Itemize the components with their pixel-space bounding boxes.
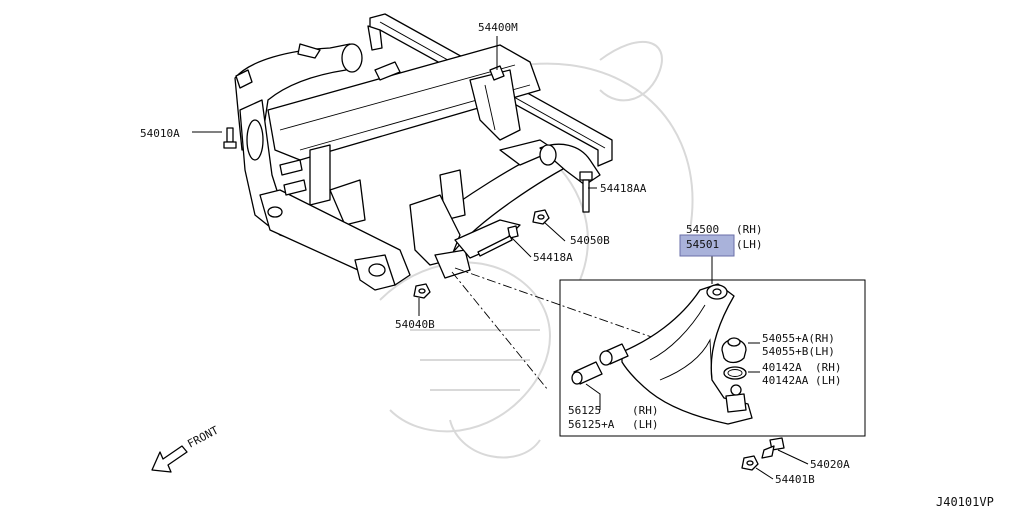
leader-lines <box>192 36 809 480</box>
front-label: FRONT <box>185 423 221 450</box>
label-54500: 54500 <box>686 223 719 236</box>
label-54055-lh: 54055+B(LH) <box>762 345 835 358</box>
label-54501: 54501 <box>686 238 719 251</box>
bolt-54010a-icon <box>223 127 237 149</box>
label-54020a: 54020A <box>810 458 850 471</box>
clamp-40142-icon <box>723 366 747 380</box>
label-40142-lh: 40142AA (LH) <box>762 374 841 387</box>
label-54400m: 54400M <box>478 21 518 34</box>
label-56125-rh: 56125 <box>568 404 601 417</box>
bolt-54020a-icon <box>761 437 785 459</box>
leader-dash-1 <box>454 267 661 341</box>
leader-dash-2 <box>451 271 549 391</box>
label-54501-side: (LH) <box>736 238 763 251</box>
label-54500-side: (RH) <box>736 223 763 236</box>
label-54055-rh: 54055+A(RH) <box>762 332 835 345</box>
highlight-54501 <box>679 234 735 257</box>
front-suspension-member <box>234 13 613 291</box>
dust-cover-54055-icon <box>721 337 747 364</box>
nut-54050b-icon <box>532 209 550 225</box>
label-56125-lh: 56125+A <box>568 418 615 431</box>
bolt-54418a-icon <box>477 225 519 257</box>
bolt-54418aa-icon <box>579 171 593 213</box>
label-56125-lh-side: (LH) <box>632 418 659 431</box>
nut-54040b-icon <box>413 283 431 299</box>
label-54401b: 54401B <box>775 473 815 486</box>
labels: 54400M 54010A 54418AA 54050B 54418A 5404… <box>140 21 994 509</box>
label-56125-rh-side: (RH) <box>632 404 659 417</box>
figure-id: J40101VP <box>936 495 994 509</box>
nut-54401b-icon <box>741 455 759 471</box>
label-54050b: 54050B <box>570 234 610 247</box>
front-arrow-icon <box>151 445 188 473</box>
label-54040b: 54040B <box>395 318 435 331</box>
label-54418a: 54418A <box>533 251 573 264</box>
label-40142-rh: 40142A (RH) <box>762 361 841 374</box>
lower-control-arm <box>599 283 753 425</box>
label-54418aa: 54418AA <box>600 182 647 195</box>
label-54010a: 54010A <box>140 127 180 140</box>
bushing-56125-icon <box>571 361 603 385</box>
